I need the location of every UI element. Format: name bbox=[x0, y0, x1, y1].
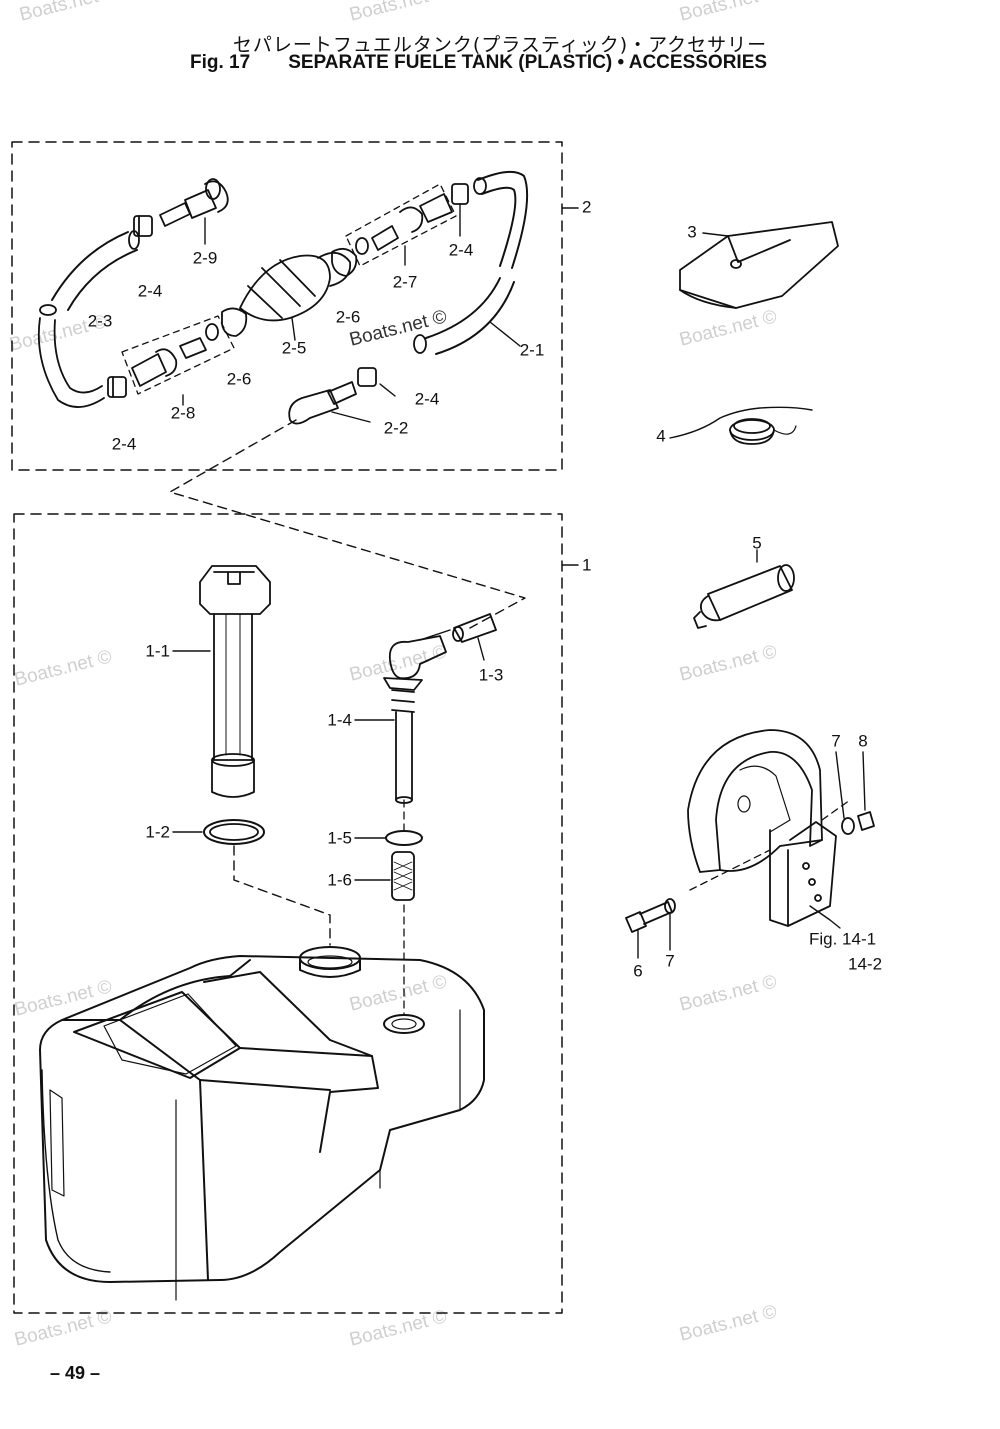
connector-2-9 bbox=[159, 178, 229, 245]
primer-bulb-2-5 bbox=[239, 252, 352, 341]
callout-1-6: 1-6 bbox=[327, 870, 352, 890]
callout-5: 5 bbox=[752, 533, 762, 553]
callout-8: 8 bbox=[858, 731, 868, 751]
bolt-6 bbox=[625, 901, 673, 959]
fuel-gauge-1-1 bbox=[172, 565, 271, 798]
clamp-2-4-top-left bbox=[133, 215, 153, 237]
hose-2-1 bbox=[413, 170, 529, 355]
callout-1-1: 1-1 bbox=[145, 641, 170, 661]
clamp-2-6-right bbox=[331, 247, 358, 277]
nut-8 bbox=[857, 751, 875, 831]
callout-fig-14-1: Fig. 14-1 bbox=[809, 929, 877, 949]
clamp-2-4-bottom-left bbox=[107, 376, 127, 398]
o-ring-1-5 bbox=[354, 830, 423, 846]
accessory-4 bbox=[669, 406, 813, 445]
callout-14-2: 14-2 bbox=[848, 954, 883, 974]
figure-number: Fig. 17 bbox=[190, 52, 251, 73]
pickup-tube-1-4 bbox=[354, 677, 423, 804]
callout-2-4: 2-4 bbox=[414, 389, 440, 409]
callout-4: 4 bbox=[656, 426, 666, 446]
callout-1-5: 1-5 bbox=[327, 828, 352, 848]
callout-2-7: 2-7 bbox=[392, 272, 418, 292]
callout-7: 7 bbox=[665, 951, 675, 971]
callout-2-6: 2-6 bbox=[226, 369, 252, 389]
callout-7: 7 bbox=[831, 731, 841, 751]
mount-bracket bbox=[687, 729, 851, 929]
callout-1: 1 bbox=[582, 555, 592, 575]
callout-2-1: 2-1 bbox=[519, 340, 545, 360]
callout-2-6: 2-6 bbox=[335, 307, 361, 327]
group-1-frame bbox=[13, 513, 563, 1314]
callout-2-5: 2-5 bbox=[281, 338, 307, 358]
callout-2-4: 2-4 bbox=[137, 281, 163, 301]
callout-1-4: 1-4 bbox=[327, 710, 352, 730]
valve-group-2-7-outline bbox=[345, 183, 457, 267]
callout-6: 6 bbox=[633, 961, 643, 981]
elbow-1-3 bbox=[388, 613, 497, 680]
check-valve-2-8 bbox=[131, 323, 219, 406]
callout-3: 3 bbox=[687, 222, 697, 242]
connector-hose-to-elbow bbox=[169, 419, 526, 629]
page-number: – 49 – bbox=[50, 1363, 101, 1383]
washer-7-upper bbox=[835, 751, 855, 835]
callout-1-3: 1-3 bbox=[478, 665, 504, 685]
accessory-5 bbox=[693, 549, 795, 629]
title-japanese: セパレートフュエルタンク(プラスティック)・アクセサリー bbox=[232, 34, 768, 56]
group-2-frame bbox=[11, 141, 563, 471]
fuel-tank bbox=[39, 946, 485, 1301]
gauge-to-tank-line bbox=[233, 845, 331, 946]
callout-2-4: 2-4 bbox=[111, 434, 137, 454]
callout-2-9: 2-9 bbox=[192, 248, 218, 268]
accessory-3 bbox=[679, 221, 839, 309]
clamp-2-6-left bbox=[221, 307, 248, 337]
title-english: Fig. 17 SEPARATE FUELE TANK (PLASTIC) • A… bbox=[190, 52, 767, 74]
washer-7-lower bbox=[664, 898, 676, 951]
callout-2-4: 2-4 bbox=[448, 240, 474, 260]
clamp-2-4-top-right bbox=[451, 183, 469, 237]
filter-1-6 bbox=[354, 851, 415, 901]
o-ring-1-2 bbox=[172, 819, 265, 845]
connector-2-2 bbox=[288, 367, 396, 425]
check-valve-2-7 bbox=[355, 193, 453, 266]
callout-2-3: 2-3 bbox=[87, 311, 113, 331]
figure-title: SEPARATE FUELE TANK (PLASTIC) • ACCESSOR… bbox=[288, 52, 768, 73]
callout-2-2: 2-2 bbox=[383, 418, 409, 438]
callout-2: 2 bbox=[582, 197, 592, 217]
callout-1-2: 1-2 bbox=[145, 822, 170, 842]
callout-2-8: 2-8 bbox=[170, 403, 196, 423]
valve-group-2-8-outline bbox=[121, 315, 235, 395]
